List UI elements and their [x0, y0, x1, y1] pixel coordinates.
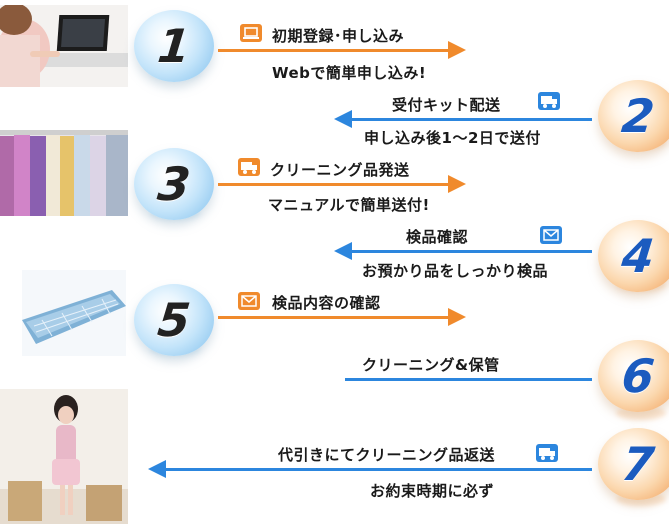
step-2-number: 2 — [619, 89, 657, 143]
step-2-title: 受付キット配送 — [392, 96, 501, 114]
step-1-title: 初期登録･申し込み — [272, 27, 405, 45]
step-3-desc: マニュアルで簡単送付! — [268, 196, 430, 214]
step-4-number: 4 — [619, 229, 657, 283]
step-3-number-ball: 3 — [134, 148, 214, 220]
step-5-number-ball: 5 — [134, 284, 214, 356]
step-7-desc: お約束時期に必ず — [370, 482, 495, 500]
step-7-number: 7 — [619, 437, 657, 491]
step-2-arrow — [352, 118, 592, 121]
step-6-title: クリーニング&保管 — [362, 356, 500, 374]
step-3-title: クリーニング品発送 — [270, 161, 410, 179]
step-4-title: 検品確認 — [406, 228, 469, 246]
truck-icon — [536, 444, 558, 462]
step-6-number-ball: 6 — [598, 340, 669, 412]
photo-clothes-rack — [0, 130, 128, 216]
truck-icon — [238, 158, 260, 176]
step-7-arrow-head — [148, 460, 166, 478]
step-3-arrow-head — [448, 175, 466, 193]
step-1-number: 1 — [155, 19, 193, 73]
mail-icon — [540, 226, 562, 244]
step-4-arrow-head — [334, 242, 352, 260]
step-2-desc: 申し込み後1～2日で送付 — [364, 129, 541, 147]
photo-keyboard — [22, 270, 126, 356]
step-5-title: 検品内容の確認 — [272, 294, 381, 312]
step-7-title: 代引きにてクリーニング品返送 — [278, 446, 496, 464]
step-1-desc: Webで簡単申し込み! — [272, 64, 427, 82]
truck-icon — [538, 92, 560, 110]
mail-icon — [238, 292, 260, 310]
step-5-number: 5 — [155, 293, 193, 347]
step-5-arrow-head — [448, 308, 466, 326]
step-1-arrow — [218, 49, 448, 52]
pc-icon — [240, 24, 262, 42]
step-4-arrow — [352, 250, 592, 253]
step-4-desc: お預かり品をしっかり検品 — [362, 262, 549, 280]
step-5-arrow — [218, 316, 448, 319]
photo-woman-laptop — [0, 5, 128, 87]
step-1-number-ball: 1 — [134, 10, 214, 82]
step-4-number-ball: 4 — [598, 220, 669, 292]
step-3-number: 3 — [155, 157, 193, 211]
photo-woman-boxes — [0, 389, 128, 524]
step-7-arrow — [166, 468, 592, 471]
step-3-arrow — [218, 183, 448, 186]
step-2-number-ball: 2 — [598, 80, 669, 152]
step-7-number-ball: 7 — [598, 428, 669, 500]
step-1-arrow-head — [448, 41, 466, 59]
step-6-line — [345, 378, 592, 381]
step-2-arrow-head — [334, 110, 352, 128]
step-6-number: 6 — [619, 349, 657, 403]
